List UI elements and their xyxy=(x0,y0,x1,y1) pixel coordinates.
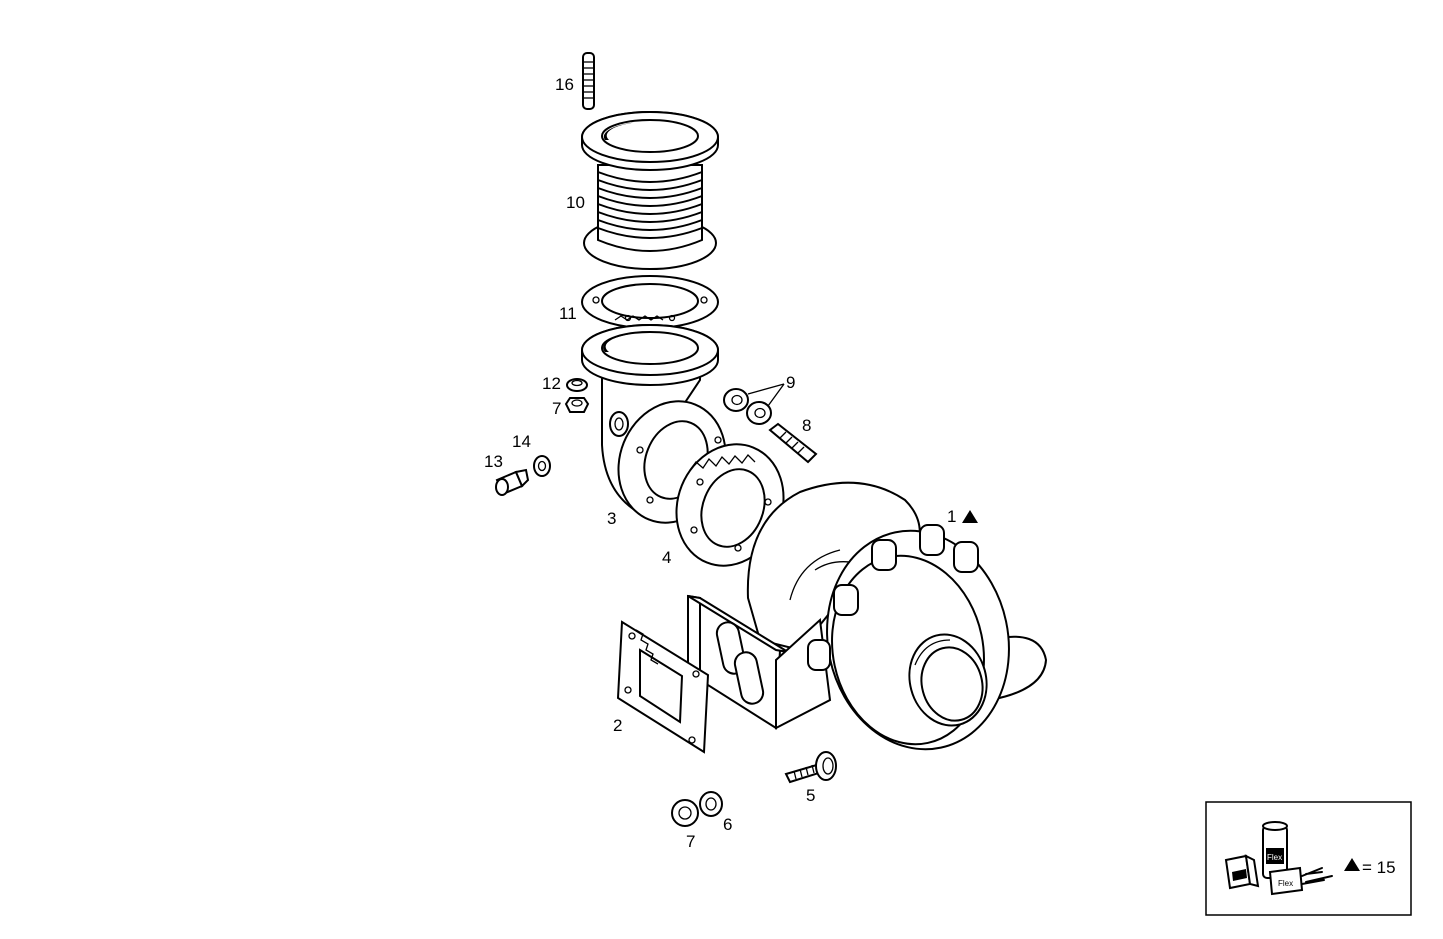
callout-9: 9 xyxy=(786,373,795,392)
callout-14: 14 xyxy=(512,432,531,451)
sealant-box-icon xyxy=(1224,854,1260,890)
kit-triangle-icon xyxy=(962,510,978,523)
legend-triangle-icon xyxy=(1344,858,1360,871)
part-9-nuts xyxy=(723,388,772,425)
part-11-gasket xyxy=(581,275,719,329)
part-4-gasket xyxy=(675,443,785,567)
callout-4: 4 xyxy=(662,548,671,567)
legend-box: Flex Flex = 15 xyxy=(1205,801,1412,916)
part-1-turbocharger xyxy=(687,481,1048,751)
callout-8: 8 xyxy=(802,416,811,435)
part-12-washer xyxy=(566,378,588,392)
svg-text:Flex: Flex xyxy=(1278,879,1293,888)
callout-5: 5 xyxy=(806,786,815,805)
callout-10: 10 xyxy=(566,193,585,212)
callout-1: 1 xyxy=(947,507,956,526)
part-10-bellows xyxy=(581,111,719,270)
part-9-leaders xyxy=(747,383,785,407)
callout-13: 13 xyxy=(484,452,503,471)
callout-7-lower: 7 xyxy=(686,832,695,851)
part-8-stud xyxy=(768,422,818,464)
part-2-gasket xyxy=(616,620,710,754)
sealant-cartridge-icon: Flex xyxy=(1268,866,1333,896)
callout-7-upper: 7 xyxy=(552,399,561,418)
svg-text:Flex: Flex xyxy=(1267,853,1282,862)
callout-2: 2 xyxy=(613,716,622,735)
legend-kit-label: = 15 xyxy=(1362,858,1396,877)
callout-6: 6 xyxy=(723,815,732,834)
part-7-nut-upper xyxy=(564,397,590,413)
part-6-washer xyxy=(699,791,723,817)
part-5-bolt xyxy=(784,751,837,784)
part-13-screw xyxy=(495,468,530,496)
sealant-tube-icon: Flex xyxy=(1262,821,1288,879)
callout-11: 11 xyxy=(559,304,577,323)
part-7-nut-lower xyxy=(671,799,699,827)
callout-3: 3 xyxy=(607,509,616,528)
part-16-stud xyxy=(582,52,595,110)
callout-12: 12 xyxy=(542,374,561,393)
callout-16: 16 xyxy=(555,75,574,94)
part-14-washer xyxy=(533,455,551,477)
